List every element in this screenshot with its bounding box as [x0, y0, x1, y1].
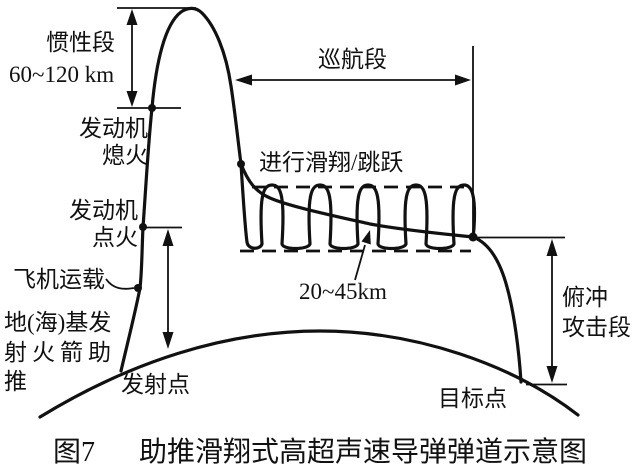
engine-shutdown-dot	[148, 104, 156, 112]
inertial-arrowhead-down-icon	[126, 91, 138, 107]
boost-arrowhead-down-icon	[162, 332, 174, 349]
aircraft-carriage-label: 飞机运载	[13, 267, 105, 292]
skip-altitude-leader-line	[354, 244, 366, 281]
earth-surface-arc	[38, 329, 580, 419]
cruise-segment-label: 巡航段	[318, 47, 387, 72]
dive-attack-curve	[471, 235, 523, 384]
cruise-arrowhead-right-icon	[455, 74, 471, 86]
engine-ignition-label: 发动机 点火	[69, 198, 138, 250]
figure-caption: 图7 助推滑翔式高超声速导弹弹道示意图	[0, 430, 640, 470]
glide-mean-curve	[239, 162, 475, 239]
dive-arrowhead-up-icon	[546, 239, 558, 256]
dive-attack-label: 俯冲 攻击段	[562, 285, 631, 340]
target-point-label: 目标点	[438, 386, 507, 411]
boost-trajectory-path	[119, 6, 243, 373]
skip-oscillation-coils	[239, 162, 477, 251]
glide-end-dot	[468, 232, 478, 242]
glide-start-dot	[237, 160, 245, 168]
inertial-arrowhead-up-icon	[126, 9, 138, 25]
launch-point-label: 发射点	[121, 372, 190, 397]
skip-altitude-label: 20~45km	[299, 279, 387, 304]
glide-skip-label: 进行滑翔/跳跃	[259, 150, 404, 175]
engine-ignition-dot	[139, 223, 147, 231]
cruise-arrowhead-left-icon	[235, 74, 252, 86]
inertial-altitude-label: 60~120 km	[9, 62, 115, 87]
figure-number: 图7	[52, 437, 95, 468]
boost-arrowhead-up-icon	[162, 229, 174, 246]
aircraft-carriage-dot	[134, 284, 142, 292]
ground-sea-boost-label: 地(海)基发 射火箭助 推	[4, 310, 116, 394]
engine-shutdown-label: 发动机 熄火	[79, 116, 148, 168]
aircraft-carriage-leader	[105, 278, 135, 290]
skip-altitude-arrowhead-icon	[361, 230, 371, 245]
dive-arrowhead-down-icon	[546, 366, 558, 383]
inertial-segment-label: 惯性段	[46, 30, 115, 55]
figure-title: 助推滑翔式高超声速导弹弹道示意图	[139, 437, 588, 468]
